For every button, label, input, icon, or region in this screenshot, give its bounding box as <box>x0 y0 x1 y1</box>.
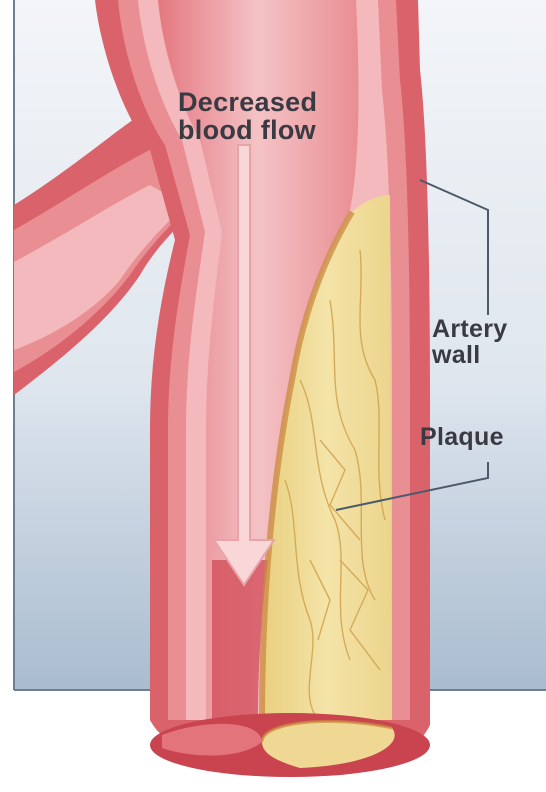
plaque-label: Plaque <box>420 424 504 450</box>
wall-label-line1: Artery <box>432 315 507 343</box>
flow-label-line1: Decreased <box>178 87 317 117</box>
artery-cross-section <box>150 713 430 777</box>
flow-label-line2: blood flow <box>178 115 316 145</box>
wall-label-line2: wall <box>432 341 480 369</box>
